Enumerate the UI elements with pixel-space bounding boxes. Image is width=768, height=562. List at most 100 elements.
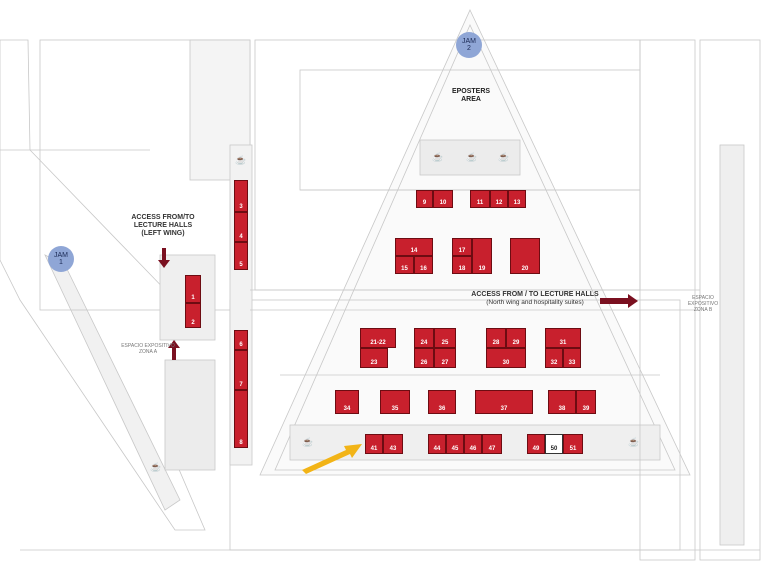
access-right-line2: (North wing and hospitality suites) [486,299,584,307]
booth-number: 26 [420,360,428,366]
booth-17[interactable]: 17 [452,238,472,256]
booth-47[interactable]: 47 [482,434,502,454]
booth-number: 43 [389,446,397,452]
eposters-line2: AREA [461,96,481,104]
booth-32[interactable]: 32 [545,348,563,368]
access-left-line1: ACCESS FROM/TO [131,214,195,221]
coffee-cup-icon: ☕ [498,152,510,162]
booth-number: 7 [239,382,243,388]
booth-number: 13 [513,200,521,206]
booth-number: 31 [559,340,567,346]
booth-10[interactable]: 10 [433,190,453,208]
jam-2-number: 2 [467,45,471,52]
booth-50[interactable]: 50 [545,434,563,454]
booth-number: 23 [370,360,378,366]
booth-number: 16 [420,266,427,272]
booth-8[interactable]: 8 [234,390,248,448]
booth-number: 46 [469,446,477,452]
booth-49[interactable]: 49 [527,434,545,454]
booth-19[interactable]: 19 [472,238,492,274]
booth-5[interactable]: 5 [234,242,248,270]
jam-2-marker[interactable]: JAM 2 [456,32,482,58]
booth-27[interactable]: 27 [434,348,456,368]
booth-14[interactable]: 14 [395,238,433,256]
booth-number: 21-22 [370,340,386,346]
booth-9[interactable]: 9 [416,190,433,208]
booth-45[interactable]: 45 [446,434,464,454]
booth-number: 3 [239,204,243,210]
booth-39[interactable]: 39 [576,390,596,414]
booth-18[interactable]: 18 [452,256,472,274]
you-are-here-arrow-icon [302,444,362,474]
booth-number: 37 [500,406,508,412]
eposters-line1: EPOSTERS [451,88,491,95]
booth-number: 39 [582,406,590,412]
booth-21-22[interactable]: 21-22 [360,328,396,348]
booth-13[interactable]: 13 [508,190,526,208]
zone-b-line3: ZONA B [693,307,713,313]
booth-number: 20 [521,266,529,272]
booth-number: 12 [495,200,503,206]
booth-44[interactable]: 44 [428,434,446,454]
booth-4[interactable]: 4 [234,212,248,242]
booth-number: 34 [343,406,351,412]
booth-number: 35 [391,406,399,412]
booth-number: 41 [370,446,378,452]
booth-1[interactable]: 1 [185,275,201,303]
booth-number: 14 [410,248,418,254]
booth-20[interactable]: 20 [510,238,540,274]
booth-number: 9 [422,200,427,206]
eposters-area-label: EPOSTERS AREA [446,88,496,104]
booth-number: 1 [191,295,195,301]
booth-7[interactable]: 7 [234,350,248,390]
booth-number: 10 [439,200,447,206]
booth-51[interactable]: 51 [563,434,583,454]
booth-number: 19 [478,266,486,272]
booth-16[interactable]: 16 [414,256,433,274]
booth-25[interactable]: 25 [434,328,456,348]
booth-number: 27 [441,360,449,366]
booth-46[interactable]: 46 [464,434,482,454]
jam-1-number: 1 [59,259,63,266]
booth-29[interactable]: 29 [506,328,526,348]
zone-a-label: ESPACIO EXPOSITIVO ZONA A [108,343,188,355]
booth-43[interactable]: 43 [383,434,403,454]
booth-35[interactable]: 35 [380,390,410,414]
booth-37[interactable]: 37 [475,390,533,414]
booth-12[interactable]: 12 [490,190,508,208]
coffee-cup-icon: ☕ [150,462,162,472]
access-left-line2: LECTURE HALLS [133,222,193,230]
booth-15[interactable]: 15 [395,256,414,274]
booth-38[interactable]: 38 [548,390,576,414]
booth-2[interactable]: 2 [185,303,201,328]
booth-number: 6 [239,342,243,348]
booth-number: 49 [532,446,540,452]
zone-a-line1: ESPACIO EXPOSITIVO [121,343,175,349]
zone-b-label: ESPACIO EXPOSITIVO ZONA B [678,295,728,313]
booth-26[interactable]: 26 [414,348,434,368]
access-right-label: ACCESS FROM / TO LECTURE HALLS (North wi… [460,291,610,307]
booth-31[interactable]: 31 [545,328,581,348]
booth-number: 32 [550,360,558,366]
booth-number: 30 [502,360,510,366]
booth-34[interactable]: 34 [335,390,359,414]
booth-24[interactable]: 24 [414,328,434,348]
booth-number: 17 [458,248,466,254]
access-right-line1: ACCESS FROM / TO LECTURE HALLS [471,291,599,298]
jam-1-marker[interactable]: JAM 1 [48,246,74,272]
booth-41[interactable]: 41 [365,434,383,454]
coffee-cup-icon: ☕ [628,437,640,447]
booth-number: 33 [568,360,576,366]
booth-number: 11 [476,200,484,206]
booth-30[interactable]: 30 [486,348,526,368]
booth-3[interactable]: 3 [234,180,248,212]
booth-11[interactable]: 11 [470,190,490,208]
booth-number: 29 [512,340,520,346]
booth-23[interactable]: 23 [360,348,388,368]
booth-28[interactable]: 28 [486,328,506,348]
zone-b-line2: EXPOSITIVO [687,301,719,307]
booth-6[interactable]: 6 [234,330,248,350]
booth-33[interactable]: 33 [563,348,581,368]
booth-36[interactable]: 36 [428,390,456,414]
